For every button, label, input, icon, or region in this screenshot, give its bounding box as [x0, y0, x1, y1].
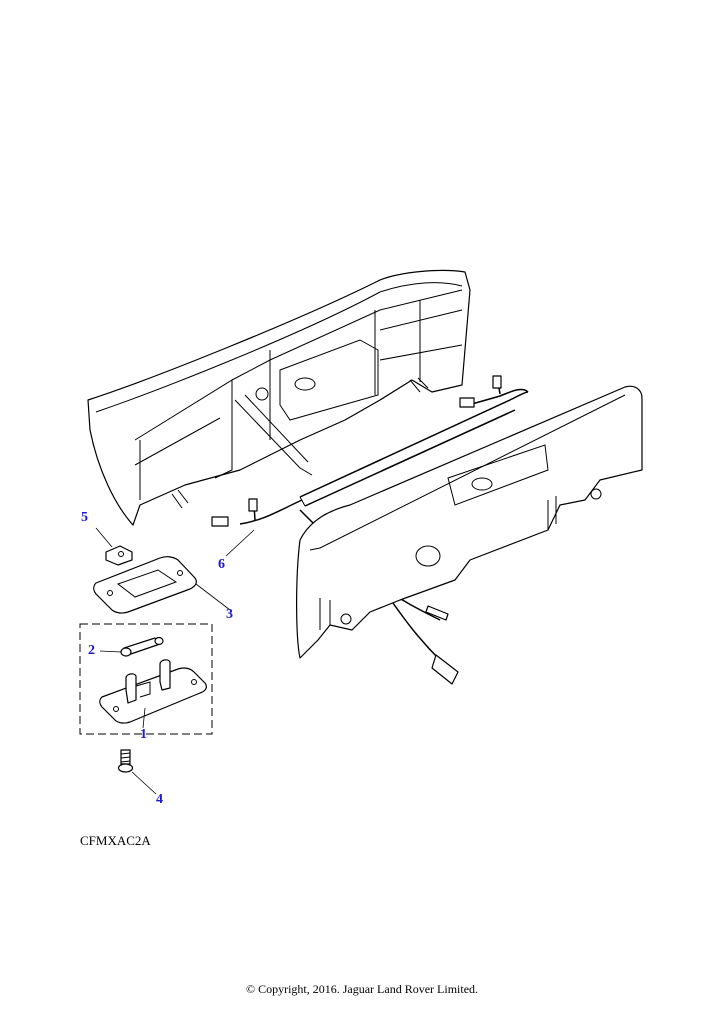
leader-line-6	[225, 529, 255, 557]
screw	[117, 749, 157, 795]
bulb	[99, 636, 164, 657]
rear-housing	[87, 269, 471, 526]
copyright-notice: © Copyright, 2016. Jaguar Land Rover Lim…	[245, 982, 479, 996]
callout-5: 5	[81, 510, 88, 525]
tailgate-panel	[296, 385, 643, 659]
clip-nut	[95, 527, 133, 566]
gasket	[93, 556, 231, 614]
drawing-code: CFMXAC2A	[80, 833, 151, 848]
lamp-base	[99, 659, 207, 729]
callout-3: 3	[226, 607, 233, 622]
callout-4: 4	[156, 792, 163, 807]
callout-2: 2	[88, 643, 95, 658]
callout-1: 1	[140, 727, 147, 742]
callout-6: 6	[218, 557, 225, 572]
assembly-group-box	[79, 623, 213, 735]
